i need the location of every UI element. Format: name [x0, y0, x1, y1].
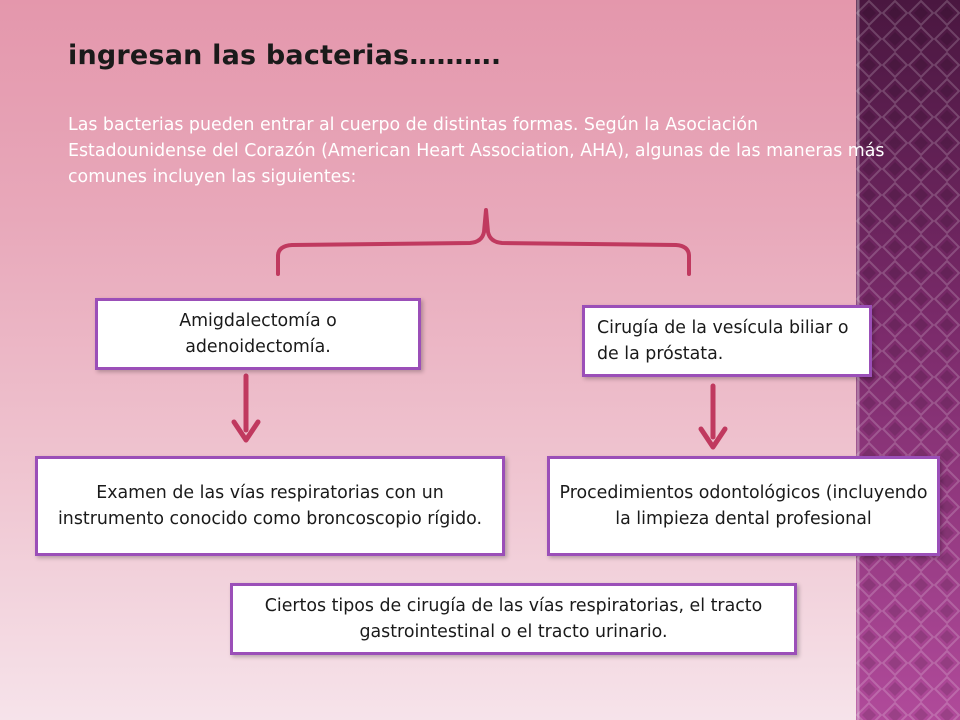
- intro-paragraph: Las bacterias pueden entrar al cuerpo de…: [68, 115, 885, 187]
- curly-brace: [276, 208, 691, 276]
- box-bronchoscope-exam: Examen de las vías respiratorias con un …: [35, 456, 505, 556]
- box-tonsillectomy: Amigdalectomía o adenoidectomía.: [95, 298, 421, 370]
- box-dental-text: Procedimientos odontológicos (incluyendo…: [559, 483, 928, 529]
- box-dental-procedures: Procedimientos odontológicos (incluyendo…: [547, 456, 940, 556]
- box-tonsillectomy-text: Amigdalectomía o adenoidectomía.: [179, 311, 337, 357]
- slide-title: ingresan las bacterias……….: [68, 40, 502, 71]
- box-gallbladder-surgery: Cirugía de la vesícula biliar o de la pr…: [582, 305, 872, 377]
- arrow-down-right: [698, 383, 728, 450]
- box-other-surgery-text: Ciertos tipos de cirugía de las vías res…: [264, 596, 763, 642]
- diamond-pattern: [856, 0, 960, 720]
- side-decoration-band: [856, 0, 960, 720]
- box-bronchoscope-text: Examen de las vías respiratorias con un …: [57, 483, 483, 529]
- arrow-down-left: [231, 373, 261, 443]
- box-other-surgery: Ciertos tipos de cirugía de las vías res…: [230, 583, 797, 655]
- box-gallbladder-text: Cirugía de la vesícula biliar o de la pr…: [597, 318, 849, 364]
